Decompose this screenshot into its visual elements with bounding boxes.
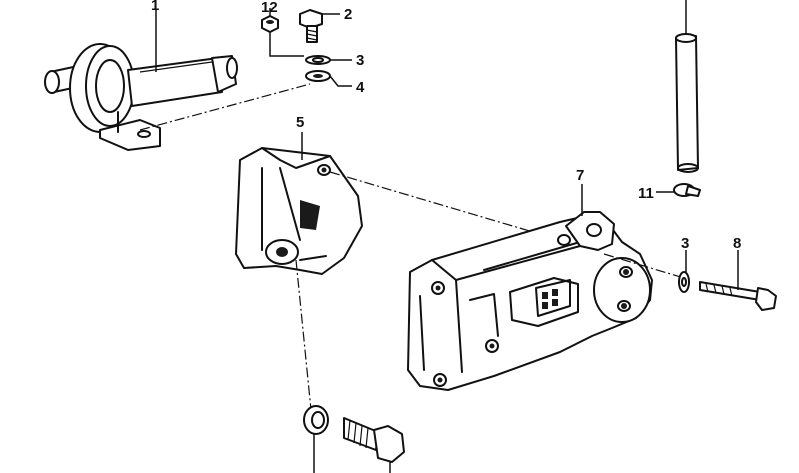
part-3-washer-upper [305, 55, 331, 65]
part-4-spring-washer [305, 70, 331, 82]
callout-7: 7 [576, 167, 584, 184]
centerline-plate-bolt [295, 259, 313, 421]
lower-hex-bolt [343, 417, 405, 473]
part-12-nut [261, 15, 279, 33]
centerline-actuator-bolt [603, 253, 685, 279]
callout-8: 8 [733, 235, 741, 252]
callout-4: 4 [356, 79, 365, 96]
leader-4 [329, 75, 352, 87]
centerline-bracket-washer [139, 83, 311, 131]
part-11-hose-clamp [673, 183, 701, 197]
part-3-washer-lower [678, 271, 690, 293]
callout-11: 11 [638, 185, 654, 202]
centerline-plate-actuator [329, 171, 561, 241]
callout-1: 1 [151, 0, 159, 14]
part-5-mounting-plate [235, 147, 363, 275]
part-7-actuator-housing [407, 211, 653, 391]
hose-pipe [675, 0, 699, 173]
callout-12: 12 [261, 0, 278, 16]
part-2-bolt [299, 9, 323, 43]
part-1-vacuum-cylinder [44, 43, 238, 151]
leader-12-bracket [269, 32, 304, 57]
callout-3-lower: 3 [681, 235, 689, 252]
callout-3-upper: 3 [356, 52, 364, 69]
part-8-hex-bolt [699, 281, 777, 311]
callout-2: 2 [344, 6, 352, 23]
callout-5: 5 [296, 114, 304, 131]
lower-lock-washer [303, 405, 329, 473]
